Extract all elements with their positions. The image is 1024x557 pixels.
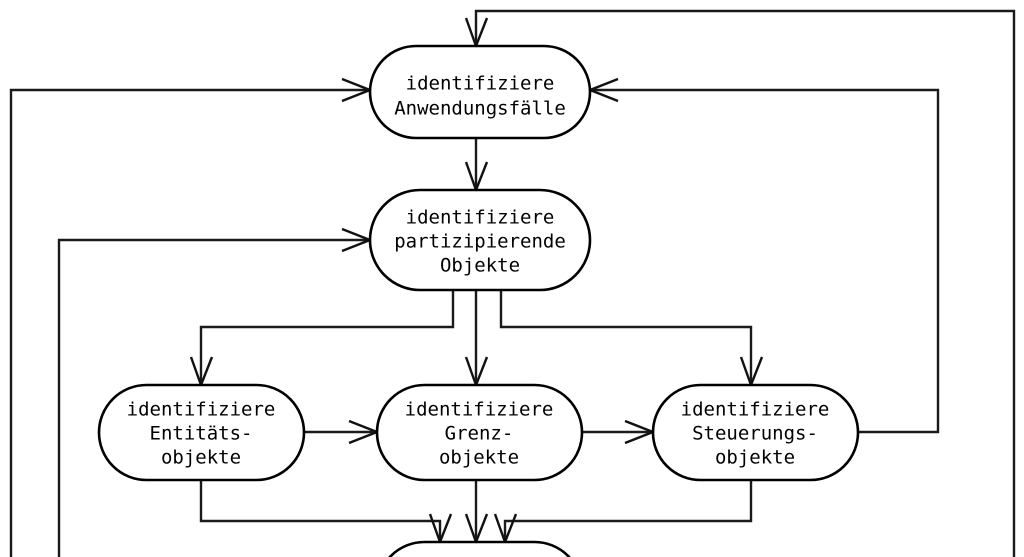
node-label-grenzobjekte-line1: identifiziere — [405, 399, 554, 421]
nodes-layer: identifiziere Anwendungsfälle identifizi… — [97, 44, 860, 557]
node-shape-partizipierende-objekte — [368, 188, 592, 292]
node-identifiziere-anwendungsfaelle[interactable]: identifiziere Anwendungsfälle — [368, 44, 592, 140]
node-label-steuerungsobjekte-line2: Steuerungs- — [692, 423, 818, 445]
node-label-entitaetsobjekte-line2: Entitäts- — [150, 423, 253, 445]
node-label-entitaetsobjekte-line1: identifiziere — [127, 399, 276, 421]
node-shape-grenzobjekte — [375, 383, 584, 482]
node-label-partizipierende-objekte-line1: identifiziere — [406, 207, 555, 229]
node-identifiziere-steuerungsobjekte[interactable]: identifiziere Steuerungs- objekte — [651, 383, 860, 482]
node-label-grenzobjekte-line3: objekte — [439, 447, 519, 469]
node-label-anwendungsfaelle-line2: Anwendungsfälle — [394, 98, 566, 120]
node-identifiziere-entitaetsobjekte[interactable]: identifiziere Entitäts- objekte — [97, 383, 306, 482]
node-label-partizipierende-objekte-line3: Objekte — [440, 255, 520, 277]
node-label-steuerungsobjekte-line1: identifiziere — [681, 399, 830, 421]
node-shape-anwendungsfaelle — [368, 44, 592, 140]
edge-steuerungsobjekte-to-anwendungsfaelle — [586, 77, 940, 434]
edge-entitaetsobjekte-to-bottom-node — [199, 478, 453, 546]
edge-partizipierende-objekte-to-steuerungsobjekte — [499, 290, 764, 389]
edge-steuerungsobjekte-to-bottom-node — [493, 478, 753, 546]
node-label-anwendungsfaelle-line1: identifiziere — [406, 73, 555, 95]
edge-anwendungsfaelle-to-partizipierende-objekte — [464, 138, 489, 194]
node-shape-steuerungsobjekte — [651, 383, 860, 482]
node-identifiziere-partizipierende-objekte[interactable]: identifiziere partizipierende Objekte — [368, 188, 592, 292]
node-identifiziere-grenzobjekte[interactable]: identifiziere Grenz- objekte — [375, 383, 584, 482]
node-label-partizipierende-objekte-line2: partizipierende — [394, 231, 566, 253]
edge-offscreen-left-to-anwendungsfaelle — [9, 77, 374, 557]
edge-grenzobjekte-to-bottom-node — [464, 478, 489, 546]
edge-partizipierende-objekte-to-grenzobjekte — [464, 290, 489, 389]
edge-entitaetsobjekte-to-grenzobjekte — [303, 419, 381, 445]
node-shape-bottom-clipped — [388, 540, 571, 557]
node-label-steuerungsobjekte-line3: objekte — [715, 447, 795, 469]
node-shape-entitaetsobjekte — [97, 383, 306, 482]
edges-layer — [9, 9, 1016, 557]
node-label-grenzobjekte-line2: Grenz- — [445, 423, 514, 445]
edge-grenzobjekte-to-steuerungsobjekte — [583, 419, 657, 445]
node-label-entitaetsobjekte-line3: objekte — [161, 447, 241, 469]
node-bottom-clipped[interactable] — [377, 540, 582, 557]
edge-partizipierende-objekte-to-entitaetsobjekte — [189, 290, 455, 389]
